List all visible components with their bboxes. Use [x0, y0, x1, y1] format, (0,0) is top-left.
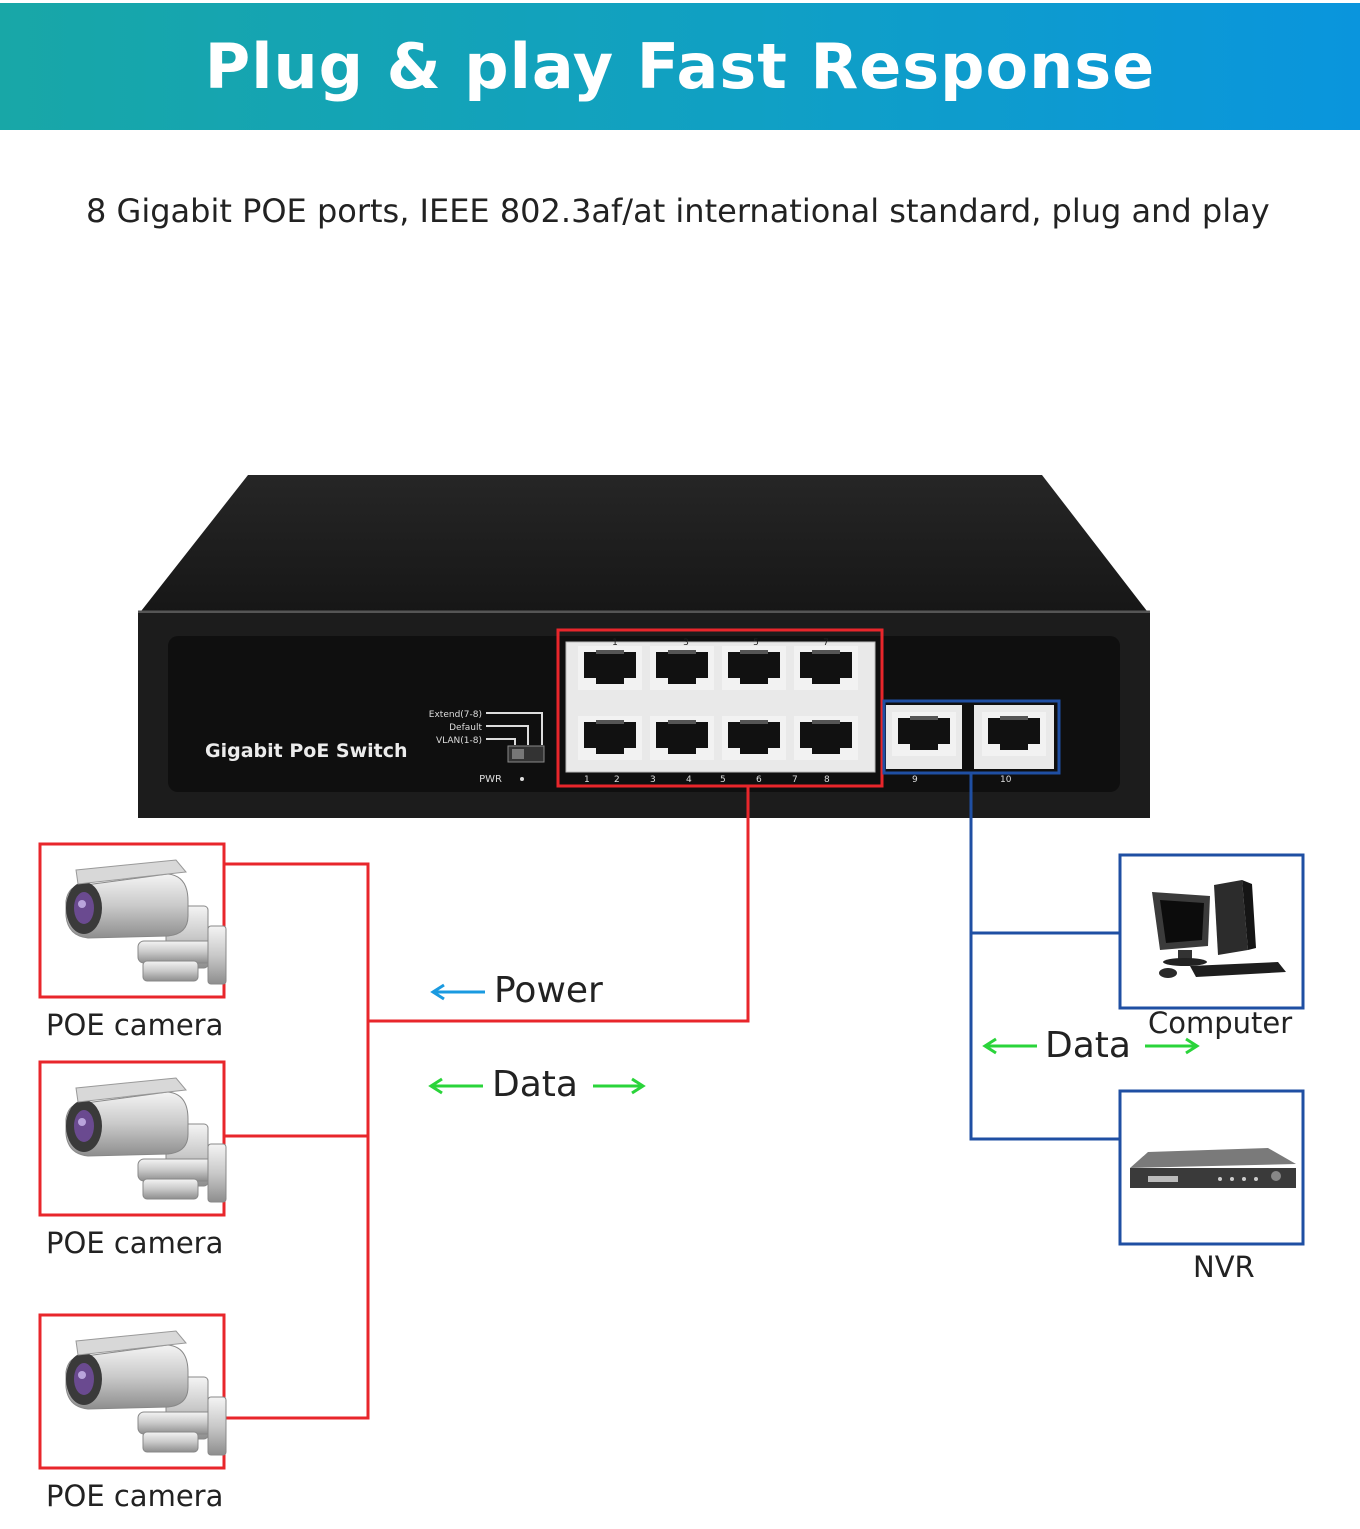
port-number: 7	[792, 775, 798, 785]
port-number: 3	[650, 775, 656, 785]
port-number: 5	[720, 775, 726, 785]
dip-label: Extend(7-8)	[429, 710, 482, 720]
camera-label: POE camera	[46, 1008, 224, 1042]
camera-label: POE camera	[46, 1479, 224, 1513]
page-title: Plug & play Fast Response	[204, 30, 1156, 103]
port-number: 2	[614, 775, 620, 785]
poe-ports-block: 1 3 5 7 1 2 3 4 5 6 7 8	[556, 628, 884, 788]
data-arrow-right	[593, 1077, 646, 1095]
port-number: 8	[824, 775, 830, 785]
port-number: 7	[823, 638, 829, 648]
uplink-data-arrow-right	[1145, 1037, 1200, 1055]
nvr-box	[1118, 1089, 1305, 1246]
port-number: 9	[912, 775, 918, 785]
port-number: 3	[683, 638, 689, 648]
computer-label: Computer	[1148, 1006, 1293, 1040]
dip-switch: Extend(7-8) Default VLAN(1-8) PWR	[429, 710, 545, 785]
uplink-data-arrow-left	[982, 1037, 1037, 1055]
subtitle: 8 Gigabit POE ports, IEEE 802.3af/at int…	[86, 192, 1270, 230]
switch-top	[138, 475, 1150, 615]
power-arrow	[430, 983, 485, 1001]
nvr-recorder-icon	[1130, 1148, 1296, 1188]
header-banner: Plug & play Fast Response	[0, 3, 1360, 130]
dip-label: VLAN(1-8)	[436, 736, 482, 746]
uplink-data-label: Data	[1045, 1025, 1131, 1066]
computer-box	[1118, 853, 1305, 1010]
data-arrow-left	[428, 1077, 483, 1095]
port-number: 1	[584, 775, 590, 785]
camera-box	[38, 842, 227, 999]
switch-model-label: Gigabit PoE Switch	[205, 740, 408, 762]
poe-ports-highlight	[556, 628, 884, 788]
port-number: 10	[1000, 775, 1012, 785]
uplink-wiring	[969, 773, 1120, 1141]
camera-label: POE camera	[46, 1226, 224, 1260]
power-legend-label: Power	[494, 970, 603, 1011]
camera-box	[38, 1313, 227, 1470]
uplink-ports-block: 9 10	[882, 699, 1061, 785]
pwr-label: PWR	[479, 774, 502, 785]
data-legend-label: Data	[492, 1064, 578, 1105]
camera-box	[38, 1060, 227, 1217]
port-number: 5	[753, 638, 759, 648]
desktop-computer-icon	[1152, 880, 1286, 978]
port-number: 1	[612, 638, 618, 648]
poe-switch: Gigabit PoE Switch Extend(7-8) Default V…	[138, 475, 1150, 818]
port-number: 6	[756, 775, 762, 785]
port-number: 4	[686, 775, 692, 785]
nvr-label: NVR	[1193, 1250, 1255, 1284]
poe-wiring	[224, 786, 750, 1420]
dip-label: Default	[449, 723, 482, 733]
